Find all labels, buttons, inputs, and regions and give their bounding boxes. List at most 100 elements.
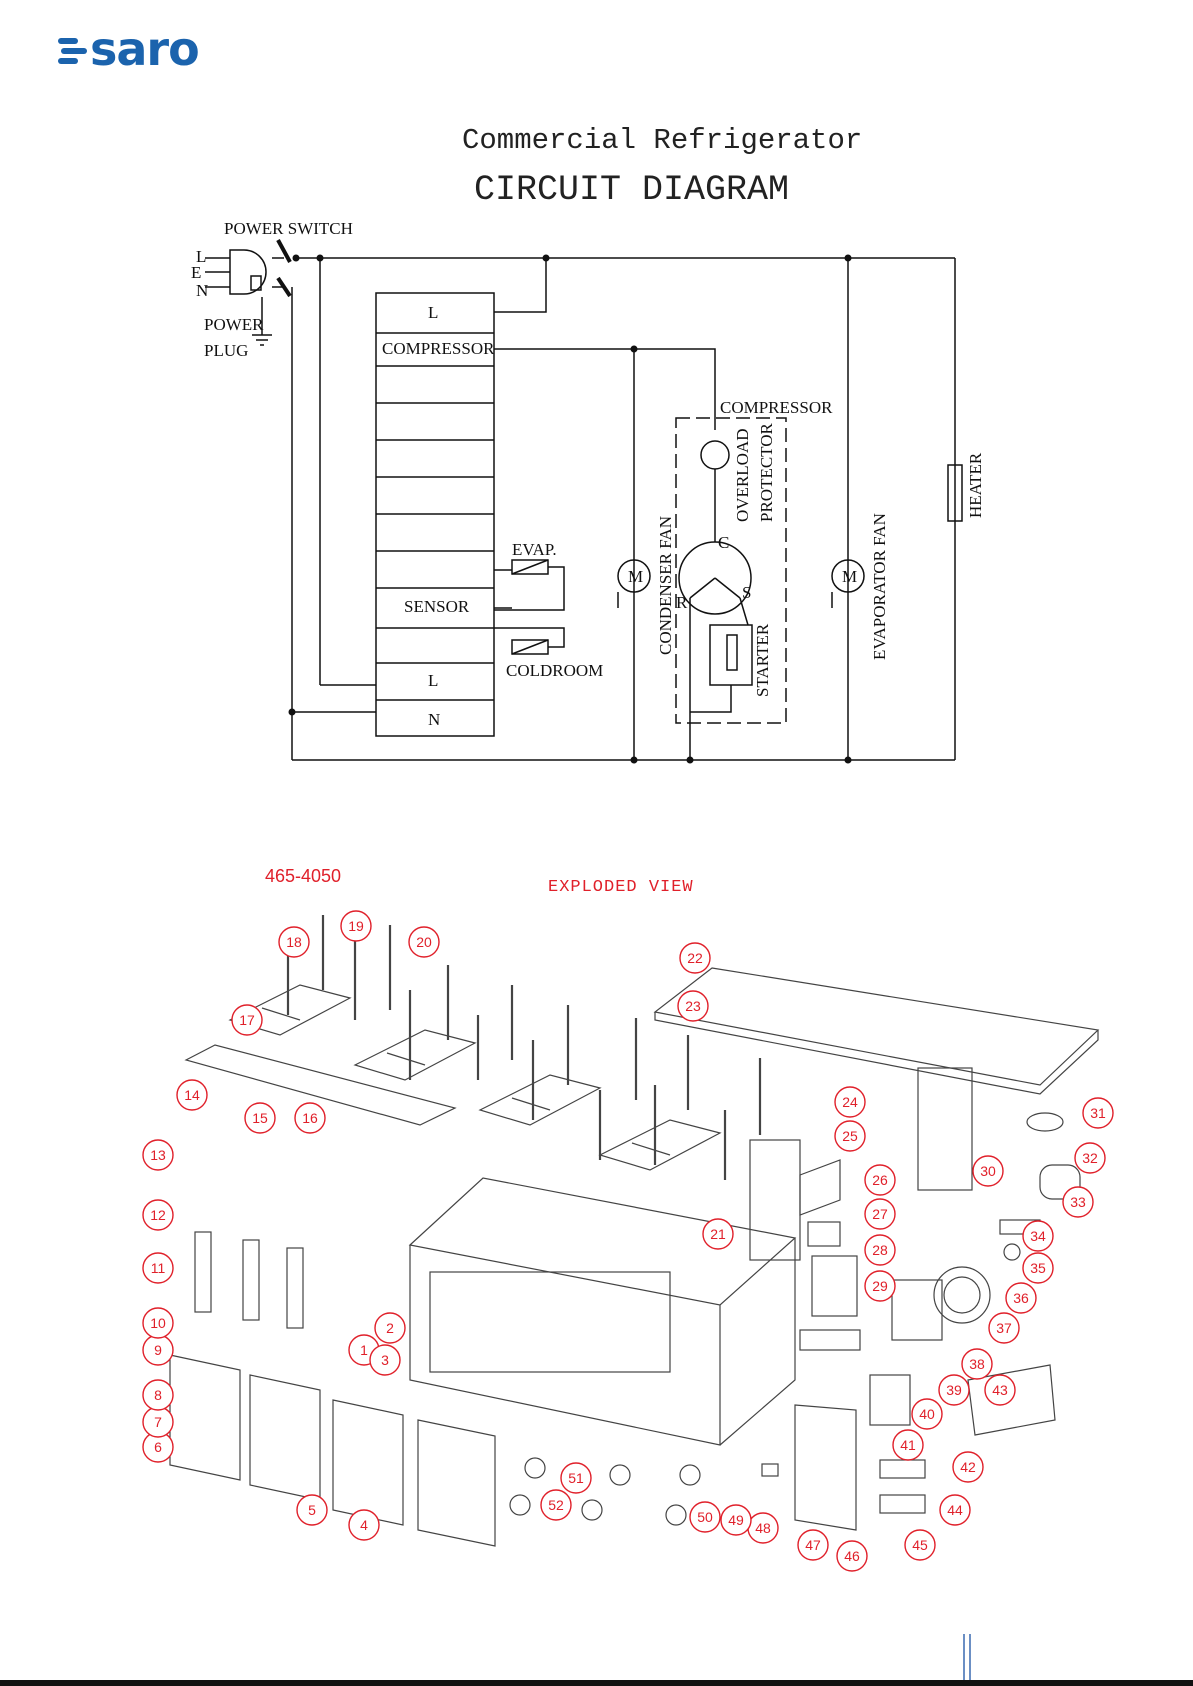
callout-circle	[231, 1004, 263, 1036]
callout-52: 52	[540, 1489, 572, 1521]
callout-number: 48	[755, 1520, 771, 1536]
callout-circle	[1022, 1252, 1054, 1284]
callout-2: 2	[374, 1312, 406, 1344]
callout-38: 38	[961, 1348, 993, 1380]
callout-number: 21	[710, 1226, 726, 1242]
callout-4: 4	[348, 1509, 380, 1541]
callout-circle	[1062, 1186, 1094, 1218]
callout-number: 52	[548, 1497, 564, 1513]
callout-46: 46	[836, 1540, 868, 1572]
callout-37: 37	[988, 1312, 1020, 1344]
callout-circle	[1082, 1097, 1114, 1129]
callout-9: 9	[142, 1334, 174, 1366]
callout-number: 50	[697, 1509, 713, 1525]
callout-number: 22	[687, 950, 703, 966]
footer-rule	[963, 1634, 971, 1680]
callout-circle	[904, 1529, 936, 1561]
callout-number: 6	[154, 1439, 162, 1455]
callout-number: 49	[728, 1512, 744, 1528]
callout-45: 45	[904, 1529, 936, 1561]
callout-circle	[142, 1252, 174, 1284]
condenser-motor-label: M	[628, 567, 643, 586]
callout-31: 31	[1082, 1097, 1114, 1129]
callout-7: 7	[142, 1406, 174, 1438]
callout-5: 5	[296, 1494, 328, 1526]
callout-number: 42	[960, 1459, 976, 1475]
callout-number: 46	[844, 1548, 860, 1564]
evaporator-motor-label: M	[842, 567, 857, 586]
callout-number: 7	[154, 1414, 162, 1430]
callout-circle	[677, 990, 709, 1022]
callout-circle	[374, 1312, 406, 1344]
callout-number: 28	[872, 1242, 888, 1258]
callout-35: 35	[1022, 1252, 1054, 1284]
callout-number: 4	[360, 1517, 368, 1533]
ctrl-n-label: N	[428, 710, 440, 729]
logo-text: saro	[90, 22, 200, 76]
diagram-title: Commercial Refrigerator	[462, 124, 863, 157]
callout-number: 8	[154, 1387, 162, 1403]
callout-circle	[142, 1307, 174, 1339]
condenser-fan-label: CONDENSER FAN	[656, 516, 675, 655]
callout-circle	[142, 1139, 174, 1171]
callout-circle	[911, 1398, 943, 1430]
ctrl-sensor-label: SENSOR	[404, 597, 470, 616]
callout-17: 17	[231, 1004, 263, 1036]
callout-33: 33	[1062, 1186, 1094, 1218]
line-l-label: L	[196, 247, 206, 266]
callout-number: 35	[1030, 1260, 1046, 1276]
callout-23: 23	[677, 990, 709, 1022]
callout-number: 43	[992, 1382, 1008, 1398]
callout-29: 29	[864, 1270, 896, 1302]
callout-50: 50	[689, 1501, 721, 1533]
callout-number: 13	[150, 1147, 166, 1163]
callout-circle	[938, 1374, 970, 1406]
callout-number: 10	[150, 1315, 166, 1331]
callout-number: 31	[1090, 1105, 1106, 1121]
callout-12: 12	[142, 1199, 174, 1231]
callout-circle	[836, 1540, 868, 1572]
callout-circle	[972, 1155, 1004, 1187]
callout-circle	[864, 1198, 896, 1230]
callout-number: 1	[360, 1342, 368, 1358]
line-e-label: E	[191, 263, 201, 282]
callout-circle	[679, 942, 711, 974]
callout-number: 32	[1082, 1150, 1098, 1166]
callout-3: 3	[369, 1344, 401, 1376]
line-n-label: N	[196, 281, 208, 300]
model-number: 465-4050	[265, 866, 342, 886]
callout-circle	[142, 1379, 174, 1411]
footer-bar	[0, 1680, 1193, 1686]
callout-circle	[369, 1344, 401, 1376]
callout-25: 25	[834, 1120, 866, 1152]
terminal-s-label: S	[742, 583, 751, 602]
callout-16: 16	[294, 1102, 326, 1134]
diagram-subtitle: CIRCUIT DIAGRAM	[474, 170, 790, 210]
callout-22: 22	[679, 942, 711, 974]
callout-number: 26	[872, 1172, 888, 1188]
exploded-view-title: EXPLODED VIEW	[548, 878, 694, 897]
callout-number: 14	[184, 1087, 200, 1103]
callout-11: 11	[142, 1252, 174, 1284]
callout-circle	[1074, 1142, 1106, 1174]
callout-circle	[984, 1374, 1016, 1406]
callout-43: 43	[984, 1374, 1016, 1406]
callout-21: 21	[702, 1218, 734, 1250]
callout-number: 45	[912, 1537, 928, 1553]
callout-circle	[296, 1494, 328, 1526]
callout-circle	[142, 1199, 174, 1231]
starter-label: STARTER	[753, 623, 772, 697]
callout-14: 14	[176, 1079, 208, 1111]
callout-circle	[294, 1102, 326, 1134]
callout-circle	[244, 1102, 276, 1134]
callout-circle	[689, 1501, 721, 1533]
callout-number: 29	[872, 1278, 888, 1294]
callout-circle	[864, 1164, 896, 1196]
evaporator-fan-label: EVAPORATOR FAN	[870, 513, 889, 660]
callout-number: 40	[919, 1406, 935, 1422]
callout-39: 39	[938, 1374, 970, 1406]
callout-32: 32	[1074, 1142, 1106, 1174]
callout-number: 24	[842, 1094, 858, 1110]
callout-number: 19	[348, 918, 364, 934]
